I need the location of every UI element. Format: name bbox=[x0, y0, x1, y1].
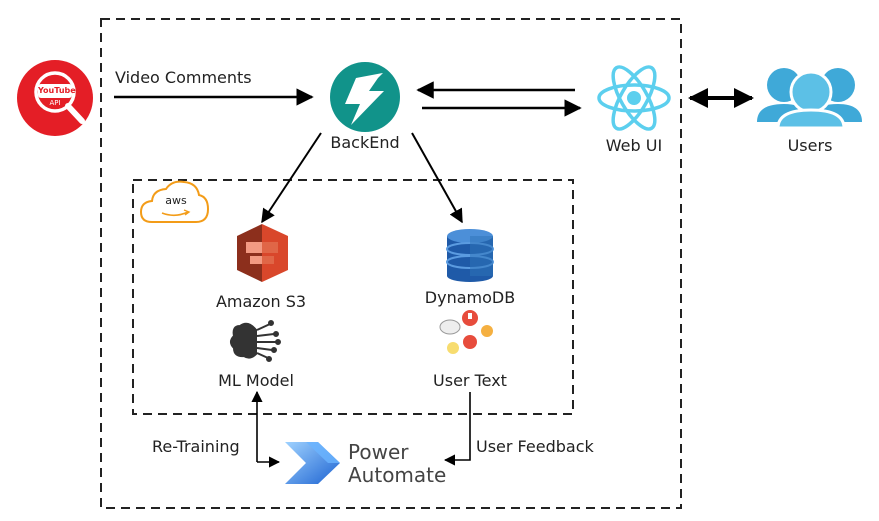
node-label-amazon-s3: Amazon S3 bbox=[215, 292, 307, 311]
node-label-dynamodb: DynamoDB bbox=[424, 288, 516, 307]
dynamodb-icon bbox=[446, 229, 494, 282]
node-label-ml-model: ML Model bbox=[218, 371, 294, 390]
backend-icon bbox=[330, 62, 400, 132]
youtube-api-text: API bbox=[49, 99, 61, 107]
users-icon bbox=[757, 68, 862, 130]
system-boundary bbox=[100, 18, 682, 509]
edge-user-feedback bbox=[443, 392, 471, 466]
aws-cloud-icon bbox=[139, 180, 210, 223]
node-label-user-text: User Text bbox=[433, 371, 507, 390]
aws-boundary bbox=[132, 179, 574, 415]
node-label-users: Users bbox=[787, 136, 833, 155]
react-icon bbox=[597, 65, 671, 131]
youtube-api-icon bbox=[17, 60, 93, 136]
power-automate-icon bbox=[285, 442, 340, 484]
edge-backend-to-dynamodb bbox=[411, 132, 463, 224]
ml-brain-icon bbox=[230, 320, 281, 362]
edge-label-retraining: Re-Training bbox=[152, 437, 240, 456]
youtube-logo-text: YouTube bbox=[38, 86, 76, 95]
node-label-webui: Web UI bbox=[605, 136, 663, 155]
edge-label-video-comments: Video Comments bbox=[115, 68, 252, 87]
aws-logo-text: aws bbox=[165, 194, 187, 207]
edge-backend-to-s3 bbox=[261, 132, 322, 224]
power-automate-label-line2: Automate bbox=[348, 463, 447, 487]
amazon-s3-icon bbox=[237, 224, 288, 282]
node-label-backend: BackEnd bbox=[330, 133, 400, 152]
power-automate-label-line1: Power bbox=[348, 440, 409, 464]
edge-label-user-feedback: User Feedback bbox=[476, 437, 594, 456]
user-text-emoji-icon bbox=[439, 310, 493, 354]
